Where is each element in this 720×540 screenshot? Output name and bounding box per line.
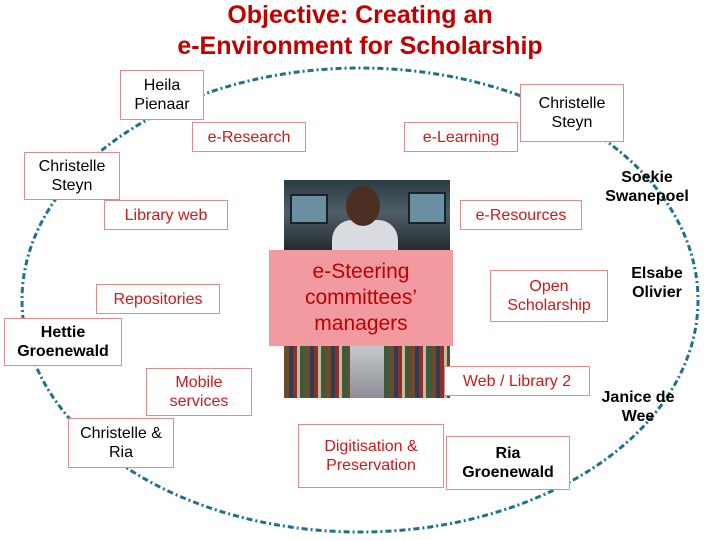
topic-web-library-2-label: Web / Library 2 [462, 372, 572, 390]
topic-library-web: Library web [104, 200, 228, 230]
topic-repositories: Repositories [96, 284, 220, 314]
person-hettie-label: Hettie Groenewald [17, 324, 109, 360]
person-ria: Ria Groenewald [446, 436, 570, 490]
person-christelle-top-label: Christelle Steyn [538, 95, 606, 131]
monitor-right [408, 192, 446, 224]
person-hettie: Hettie Groenewald [4, 318, 122, 366]
person-christelle-top: Christelle Steyn [520, 84, 624, 142]
topic-digitisation: Digitisation & Preservation [298, 424, 444, 488]
page-title: Objective: Creating an e-Environment for… [0, 0, 720, 62]
person-soekie: Soekie Swanepoel [592, 168, 702, 206]
person-elsabe-label: Elsabe Olivier [631, 265, 683, 301]
student-photo [284, 180, 450, 398]
person-soekie-label: Soekie Swanepoel [605, 169, 689, 205]
person-christelle-left-label: Christelle Steyn [38, 158, 106, 194]
person-heila-label: Heila Pienaar [134, 77, 190, 113]
photo-face [346, 186, 380, 226]
person-christelle-ria: Christelle & Ria [68, 418, 174, 468]
center-label: e-Steering committees’ managers [304, 260, 418, 335]
topic-open-scholarship: Open Scholarship [490, 270, 608, 322]
topic-mobile-services-label: Mobile services [169, 374, 229, 410]
person-christelle-ria-label: Christelle & Ria [80, 425, 162, 461]
monitor-left [290, 194, 328, 224]
person-christelle-left: Christelle Steyn [24, 152, 120, 200]
person-ria-label: Ria Groenewald [462, 445, 554, 481]
topic-open-scholarship-label: Open Scholarship [507, 278, 591, 314]
person-janice-label: Janice de Wee [601, 389, 675, 425]
topic-e-research: e-Research [192, 122, 306, 152]
topic-repositories-label: Repositories [113, 290, 203, 308]
title-line-1: Objective: Creating an [227, 1, 493, 29]
topic-library-web-label: Library web [124, 206, 208, 224]
person-janice: Janice de Wee [600, 388, 676, 426]
topic-e-learning-label: e-Learning [422, 128, 500, 146]
photo-aisle [350, 336, 384, 398]
title-line-2: e-Environment for Scholarship [177, 32, 543, 60]
center-steering-box: e-Steering committees’ managers [269, 250, 453, 346]
topic-e-research-label: e-Research [207, 128, 291, 146]
topic-e-resources: e-Resources [460, 200, 582, 230]
topic-mobile-services: Mobile services [146, 368, 252, 416]
person-heila: Heila Pienaar [120, 70, 204, 120]
topic-e-learning: e-Learning [404, 122, 518, 152]
person-elsabe: Elsabe Olivier [620, 264, 694, 302]
topic-e-resources-label: e-Resources [475, 206, 567, 224]
topic-web-library-2: Web / Library 2 [444, 366, 590, 396]
topic-digitisation-label: Digitisation & Preservation [324, 438, 418, 474]
